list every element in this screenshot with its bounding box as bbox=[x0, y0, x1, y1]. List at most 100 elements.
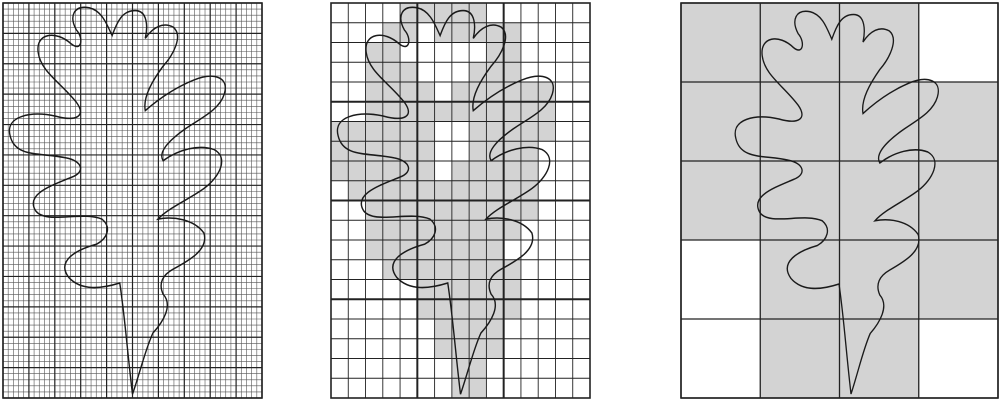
shaded-cell bbox=[417, 82, 435, 102]
shaded-cell bbox=[452, 299, 470, 319]
shaded-cell bbox=[504, 299, 522, 319]
shaded-cell bbox=[435, 3, 453, 23]
shaded-cell bbox=[452, 161, 470, 181]
shaded-cell bbox=[383, 82, 401, 102]
shaded-cell bbox=[681, 3, 761, 82]
shaded-cell bbox=[417, 122, 435, 142]
shaded-cell bbox=[348, 122, 366, 142]
shaded-cell bbox=[469, 3, 487, 23]
shaded-cell bbox=[366, 240, 384, 260]
shaded-cell bbox=[400, 62, 418, 82]
shaded-cell bbox=[417, 260, 435, 280]
shaded-cell bbox=[760, 319, 840, 398]
shaded-cell bbox=[919, 240, 999, 319]
shaded-cell bbox=[840, 161, 920, 240]
shaded-cell bbox=[504, 280, 522, 300]
shaded-cell bbox=[435, 102, 453, 122]
shaded-cell bbox=[435, 181, 453, 201]
shaded-cell bbox=[435, 339, 453, 359]
shaded-cell bbox=[417, 280, 435, 300]
shaded-cell bbox=[435, 201, 453, 221]
shaded-cell bbox=[383, 122, 401, 142]
shaded-cell bbox=[400, 161, 418, 181]
shaded-cell bbox=[452, 201, 470, 221]
shaded-cell bbox=[331, 141, 349, 161]
shaded-cell bbox=[452, 181, 470, 201]
shaded-cell bbox=[400, 201, 418, 221]
shaded-cell bbox=[452, 378, 470, 398]
shaded-cell bbox=[469, 378, 487, 398]
shaded-cell bbox=[469, 299, 487, 319]
shaded-cell bbox=[383, 23, 401, 43]
shaded-cell bbox=[469, 82, 487, 102]
shaded-cell bbox=[469, 122, 487, 142]
shaded-cell bbox=[435, 299, 453, 319]
shaded-cell bbox=[383, 260, 401, 280]
shaded-cell bbox=[383, 43, 401, 63]
shaded-cell bbox=[435, 319, 453, 339]
fine-grid-panel bbox=[3, 3, 262, 398]
shaded-cell bbox=[469, 62, 487, 82]
shaded-cell bbox=[840, 82, 920, 161]
shaded-cell bbox=[400, 260, 418, 280]
shaded-cell bbox=[521, 201, 539, 221]
shaded-cell bbox=[469, 260, 487, 280]
shaded-cell bbox=[469, 359, 487, 379]
shaded-cell bbox=[400, 220, 418, 240]
shaded-cell bbox=[348, 161, 366, 181]
shaded-cell bbox=[366, 161, 384, 181]
medium-grid-panel bbox=[331, 3, 590, 398]
shaded-cell bbox=[469, 220, 487, 240]
shaded-cell bbox=[400, 141, 418, 161]
shaded-cell bbox=[486, 339, 504, 359]
coarse-grid-panel bbox=[681, 3, 998, 398]
shaded-cell bbox=[417, 141, 435, 161]
shaded-cell bbox=[504, 141, 522, 161]
shaded-cell bbox=[366, 220, 384, 240]
shaded-cell bbox=[417, 181, 435, 201]
shaded-cell bbox=[452, 23, 470, 43]
shaded-cell bbox=[452, 260, 470, 280]
shaded-cell bbox=[400, 82, 418, 102]
shaded-cell bbox=[760, 82, 840, 161]
shaded-cell bbox=[919, 161, 999, 240]
shaded-cell bbox=[521, 161, 539, 181]
shaded-cell bbox=[760, 3, 840, 82]
shaded-cell bbox=[504, 62, 522, 82]
shaded-cell bbox=[366, 141, 384, 161]
shaded-cell bbox=[469, 240, 487, 260]
shaded-cell bbox=[452, 240, 470, 260]
shaded-cell bbox=[840, 319, 920, 398]
shaded-cell bbox=[435, 220, 453, 240]
shaded-cell bbox=[504, 43, 522, 63]
shaded-cell bbox=[452, 220, 470, 240]
shaded-cell bbox=[366, 181, 384, 201]
shaded-cell bbox=[366, 82, 384, 102]
shaded-cell bbox=[366, 122, 384, 142]
shaded-cell bbox=[366, 102, 384, 122]
shaded-cell bbox=[400, 181, 418, 201]
shaded-cell bbox=[366, 62, 384, 82]
shaded-cell bbox=[486, 220, 504, 240]
shaded-cell bbox=[469, 280, 487, 300]
shaded-cell bbox=[538, 122, 556, 142]
shaded-cell bbox=[504, 23, 522, 43]
shaded-cell bbox=[486, 181, 504, 201]
shaded-cell bbox=[417, 161, 435, 181]
shaded-cell bbox=[417, 102, 435, 122]
shaded-cell bbox=[486, 62, 504, 82]
shaded-cell bbox=[504, 102, 522, 122]
shaded-cell bbox=[383, 62, 401, 82]
shaded-cell bbox=[469, 181, 487, 201]
shaded-cell bbox=[486, 240, 504, 260]
shaded-cell bbox=[417, 299, 435, 319]
shaded-cell bbox=[486, 102, 504, 122]
shaded-cell bbox=[452, 280, 470, 300]
shaded-cell bbox=[331, 122, 349, 142]
shaded-cell bbox=[681, 82, 761, 161]
shaded-cell bbox=[452, 82, 470, 102]
shaded-cell bbox=[452, 102, 470, 122]
shaded-cell bbox=[504, 220, 522, 240]
shaded-cell bbox=[469, 141, 487, 161]
shaded-cell bbox=[400, 122, 418, 142]
